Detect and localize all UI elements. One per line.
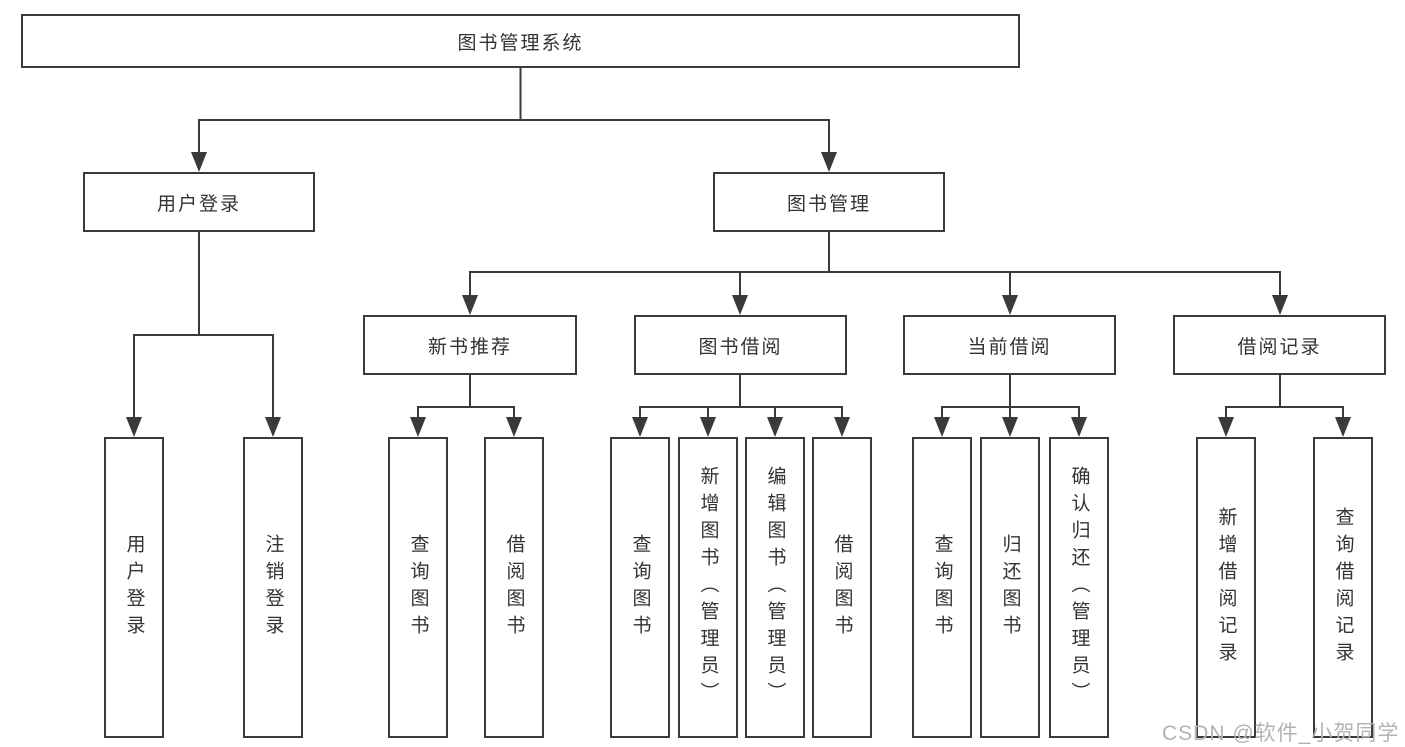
arrowhead-icon [700,417,716,437]
arrowhead-icon [1335,417,1351,437]
arrowhead-icon [767,417,783,437]
node-new-book-recommendation: 新书推荐 [363,315,577,375]
node-book-management-system: 图书管理系统 [21,14,1020,68]
leaf-edit-books-admin: 编辑图书（管理员） [745,437,805,738]
connector-path [133,68,1344,421]
node-book-borrowing: 图书借阅 [634,315,847,375]
leaf-return-books: 归还图书 [980,437,1040,738]
arrowhead-icon [191,152,207,172]
leaf-query-borrow-record: 查询借阅记录 [1313,437,1373,738]
arrowhead-icon [126,417,142,437]
node-book-management: 图书管理 [713,172,945,232]
leaf-borrow-books-recommend: 借阅图书 [484,437,544,738]
leaf-borrow-books: 借阅图书 [812,437,872,738]
leaf-user-login: 用户登录 [104,437,164,738]
arrowhead-icon [834,417,850,437]
arrowhead-icon [506,417,522,437]
arrowhead-icon [1071,417,1087,437]
arrowhead-icon [732,295,748,315]
arrowhead-icon [1272,295,1288,315]
arrowhead-icon [410,417,426,437]
arrowhead-icon [462,295,478,315]
arrowhead-icon [1002,295,1018,315]
leaf-query-books-current: 查询图书 [912,437,972,738]
node-borrowing-records: 借阅记录 [1173,315,1386,375]
leaf-confirm-return-admin: 确认归还（管理员） [1049,437,1109,738]
arrowhead-icon [1218,417,1234,437]
node-user-login: 用户登录 [83,172,315,232]
arrowhead-icon [632,417,648,437]
arrowhead-icon [1002,417,1018,437]
leaf-query-books-borrow: 查询图书 [610,437,670,738]
arrowhead-icon [821,152,837,172]
arrowhead-icon [934,417,950,437]
arrowheads [126,152,1351,437]
leaf-add-borrow-record: 新增借阅记录 [1196,437,1256,738]
leaf-logout: 注销登录 [243,437,303,738]
leaf-query-books-recommend: 查询图书 [388,437,448,738]
node-current-borrowing: 当前借阅 [903,315,1116,375]
arrowhead-icon [265,417,281,437]
watermark: CSDN @软件_小贺同学 [1162,722,1400,745]
leaf-add-books-admin: 新增图书（管理员） [678,437,738,738]
